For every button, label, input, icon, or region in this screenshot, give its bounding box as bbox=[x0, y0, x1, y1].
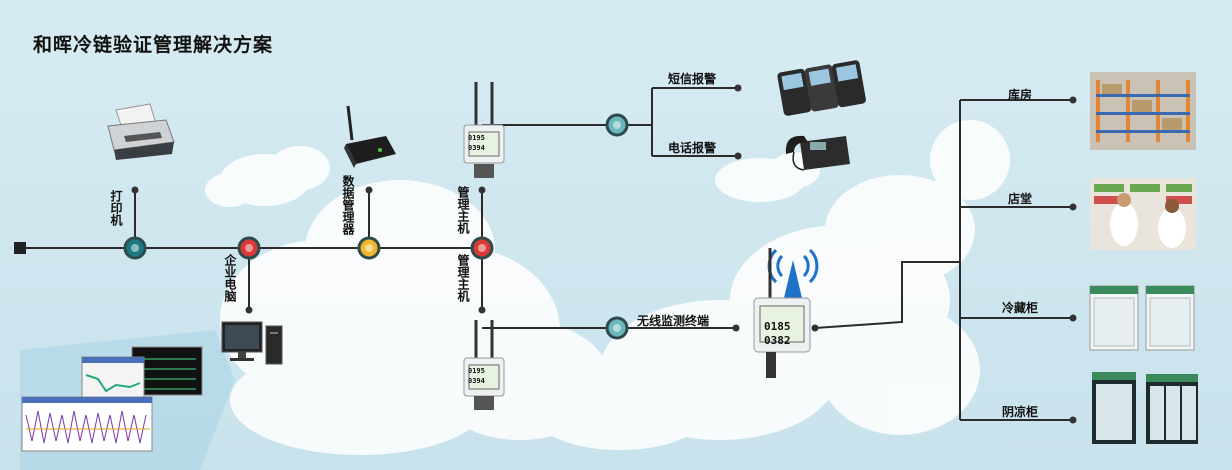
page-title: 和晖冷链验证管理解决方案 bbox=[33, 34, 274, 56]
bus-start-marker bbox=[14, 242, 26, 254]
host-device-bottom-icon bbox=[463, 320, 505, 410]
fridge-label: 冷藏柜 bbox=[1002, 301, 1039, 315]
phone-alarm-label: 电话报警 bbox=[668, 141, 717, 155]
wireless-terminal-label: 无线监测终端 bbox=[637, 314, 710, 328]
warehouse-label: 库房 bbox=[1008, 88, 1033, 102]
printer-icon bbox=[107, 103, 175, 160]
cabinet-icon bbox=[1092, 372, 1198, 444]
store-hall-label: 店堂 bbox=[1008, 192, 1033, 206]
host-top-reading-2: 0394 bbox=[468, 144, 485, 152]
terminal-reading-1: 0185 bbox=[764, 320, 791, 333]
software-screenshots bbox=[21, 346, 203, 452]
host-bottom-reading-1: 0195 bbox=[468, 367, 485, 375]
terminal-reading-2: 0382 bbox=[764, 334, 791, 347]
pc-label: 企业电脑 bbox=[223, 254, 237, 302]
pharmacy-photo bbox=[1090, 178, 1196, 250]
printer-label: 打印机 bbox=[109, 190, 123, 226]
wireless-signal-icon bbox=[753, 248, 819, 378]
host-device-top-icon bbox=[463, 82, 505, 178]
host-bottom-label: 管理主机 bbox=[456, 254, 470, 302]
data-manager-label: 数据管理器 bbox=[341, 175, 355, 235]
warehouse-photo bbox=[1090, 72, 1196, 150]
desk-phone-icon bbox=[785, 135, 850, 171]
router-icon bbox=[344, 105, 396, 168]
sms-alarm-label: 短信报警 bbox=[668, 72, 717, 86]
refrigerator-icon bbox=[1089, 285, 1195, 351]
mobile-phone-icon bbox=[777, 60, 866, 116]
desktop-computer-icon bbox=[221, 321, 283, 365]
host-top-label: 管理主机 bbox=[456, 186, 470, 234]
host-top-reading-1: 0195 bbox=[468, 134, 485, 142]
cool-cabinet-label: 阴凉柜 bbox=[1002, 405, 1039, 419]
host-bottom-reading-2: 0394 bbox=[468, 377, 485, 385]
